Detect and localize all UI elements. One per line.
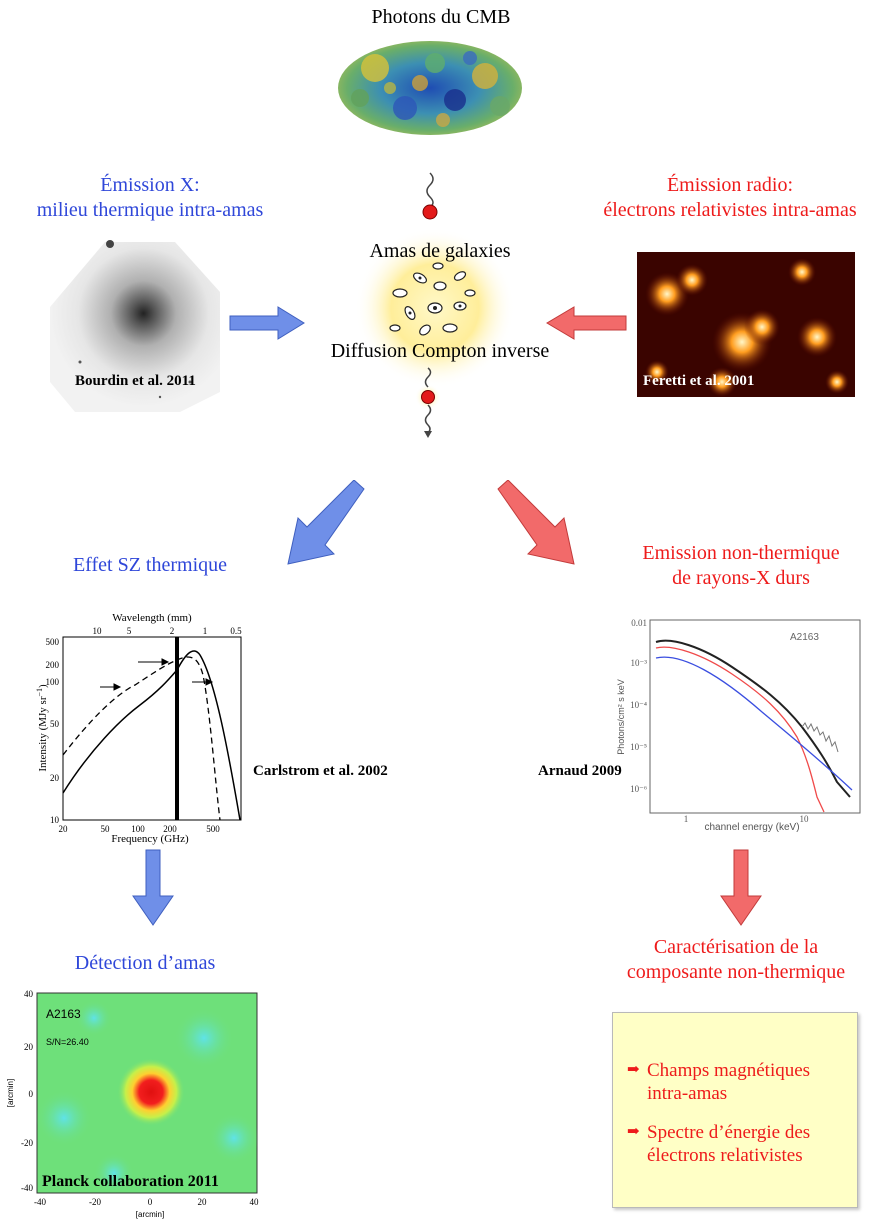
planck-x-tick: 40 (250, 1197, 260, 1207)
arrow-left-icon (546, 306, 627, 340)
characterisation-title-line2: composante non-thermique (626, 961, 846, 983)
nonthermal-credit: Arnaud 2009 (538, 763, 622, 779)
radio-emission-title: Émission radio: électrons relativistes i… (570, 173, 882, 223)
sz-x-tick: 100 (131, 824, 145, 834)
spectrum-label: A2163 (790, 632, 819, 643)
spectrum-noise (801, 722, 839, 753)
radio-image (637, 252, 855, 397)
planck-x-tick: 20 (198, 1197, 208, 1207)
hard-x-spectrum-chart: A2163 channel energy (keV) Photons/cm² s… (616, 618, 861, 833)
planck-y-tick: 40 (24, 989, 34, 999)
sz-solid-curve (62, 650, 241, 821)
radio-emission-title-line1: Émission radio: (666, 174, 794, 196)
arrow-bullet-icon: ➡ (627, 1124, 640, 1140)
planck-y-label: [arcmin] (6, 1079, 15, 1107)
sz-x-label: Frequency (GHz) (111, 833, 189, 845)
sz-plot-frame (62, 636, 242, 821)
bullet-text-line: Spectre d’énergie des (647, 1122, 811, 1143)
sz-top-tick: 2 (170, 626, 175, 636)
planck-y-tick: -20 (21, 1138, 33, 1148)
planck-x-label: [arcmin] (136, 1210, 164, 1219)
sz-spectrum-chart: Wavelength (mm) Frequency (GHz) Intensit… (35, 612, 242, 845)
sz-y-tick: 50 (50, 719, 60, 729)
radio-image-credit: Feretti et al. 2001 (643, 373, 755, 389)
compton-label: Diffusion Compton inverse (330, 340, 550, 362)
x-ray-image (50, 240, 220, 412)
sz-top-tick: 10 (93, 626, 103, 636)
sz-top-tick: 0.5 (230, 626, 242, 636)
planck-snr: S/N=26.40 (46, 1037, 89, 1047)
spectrum-y-tick: 10⁻⁴ (630, 700, 647, 710)
planck-y-tick: 0 (29, 1089, 34, 1099)
sz-credit: Carlstrom et al. 2002 (253, 763, 388, 779)
cmb-map-image (338, 41, 522, 135)
arrow-down-blue-icon (132, 849, 174, 926)
spectrum-y-label: Photons/cm² s keV (616, 679, 626, 755)
spectrum-y-tick: 0.01 (631, 618, 647, 628)
spectrum-total-curve (655, 639, 851, 798)
sz-y-tick: 20 (50, 773, 60, 783)
radio-emission-title-line2: électrons relativistes intra-amas (603, 199, 857, 221)
bullet-text-line: électrons relativistes (647, 1145, 803, 1166)
sz-top-tick: 1 (203, 626, 208, 636)
spectrum-x-label: channel energy (keV) (704, 822, 799, 833)
sz-dashed-curve (62, 656, 221, 821)
sz-y-tick: 200 (46, 660, 60, 670)
detection-title: Détection d’amas (74, 952, 216, 974)
planck-x-tick: -20 (89, 1197, 101, 1207)
spectrum-thermal-curve (655, 646, 825, 813)
planck-x-tick: -40 (34, 1197, 46, 1207)
spectrum-x-tick: 10 (800, 814, 810, 824)
characterisation-callout: ➡ Champs magnétiques intra-amas ➡ Spectr… (612, 1012, 858, 1208)
planck-label: A2163 (46, 1007, 81, 1021)
characterisation-title-line1: Caractérisation de la (653, 936, 819, 958)
nonthermal-title-line1: Emission non-thermique (642, 542, 840, 564)
arrow-bullet-icon: ➡ (627, 1062, 640, 1078)
arrow-down-right-icon (497, 480, 575, 565)
spectrum-x-tick: 1 (684, 814, 689, 824)
spectrum-nonthermal-curve (655, 656, 853, 791)
sz-y-tick: 100 (46, 677, 60, 687)
nonthermal-title: Emission non-thermique de rayons-X durs (600, 541, 882, 591)
sz-x-tick: 500 (206, 824, 220, 834)
x-emission-title: Émission X: milieu thermique intra-amas (0, 173, 300, 223)
planck-credit: Planck collaboration 2011 (42, 1173, 219, 1190)
x-image-credit: Bourdin et al. 2011 (75, 373, 196, 389)
cluster-diagram (355, 172, 515, 438)
sz-x-tick: 200 (163, 824, 177, 834)
x-emission-title-line2: milieu thermique intra-amas (36, 199, 264, 221)
arrow-down-red-icon (720, 849, 762, 926)
sz-x-tick: 50 (101, 824, 111, 834)
spectrum-plot-frame (649, 619, 861, 814)
characterisation-title: Caractérisation de la composante non-the… (590, 935, 882, 985)
cmb-title: Photons du CMB (371, 6, 511, 28)
sz-y-tick: 500 (46, 637, 60, 647)
bullet-text-line: Champs magnétiques (647, 1060, 811, 1081)
sz-title: Effet SZ thermique (72, 554, 228, 576)
cluster-detection-signal (117, 1058, 185, 1126)
arrow-down-left-icon (287, 480, 365, 565)
planck-x-tick: 0 (148, 1197, 153, 1207)
spectrum-y-tick: 10⁻⁵ (630, 742, 647, 752)
bullet-text-line: intra-amas (647, 1083, 728, 1104)
sz-y-tick: 10 (50, 815, 60, 825)
cluster-label: Amas de galaxies (369, 240, 511, 262)
sz-top-axis-label: Wavelength (mm) (112, 612, 192, 624)
sz-top-tick: 5 (127, 626, 132, 636)
x-emission-title-line1: Émission X: (100, 174, 200, 196)
sz-y-label: Intensity (MJy sr−1) (35, 684, 49, 772)
sz-x-tick: 20 (59, 824, 69, 834)
spectrum-y-tick: 10⁻⁶ (630, 784, 647, 794)
nonthermal-title-line2: de rayons-X durs (672, 567, 810, 589)
planck-y-tick: -40 (21, 1183, 33, 1193)
planck-map: A2163 S/N=26.40 -40 -20 0 20 40 40 20 0 … (6, 989, 260, 1219)
arrow-right-icon (229, 306, 305, 340)
planck-y-tick: 20 (24, 1042, 34, 1052)
spectrum-y-tick: 10⁻³ (631, 658, 648, 668)
